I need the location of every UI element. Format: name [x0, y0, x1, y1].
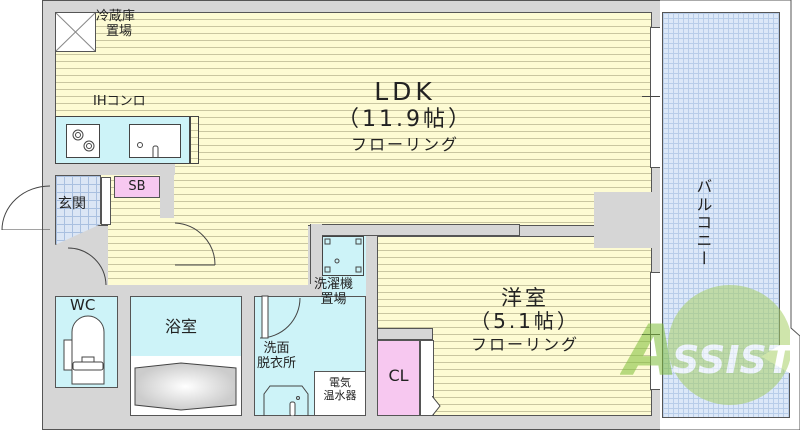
ldk-window-mullion [642, 96, 670, 97]
ldk-label: LDK （11.9帖） フローリング [337, 77, 473, 155]
closet-top-wall [377, 328, 433, 340]
kitchen-sink [129, 124, 181, 161]
partition-wall-top [310, 224, 520, 236]
wall-sb-right [160, 170, 174, 218]
balcony-label: バルコニー [693, 178, 713, 268]
closet[interactable]: CL [377, 340, 420, 416]
entrance-door-swing-icon[interactable] [0, 180, 55, 230]
washroom-label: 洗面 脱衣所 [257, 341, 297, 371]
entrance-door-panel [101, 177, 111, 225]
bathtub [131, 356, 241, 415]
column-right [594, 192, 652, 248]
closet-door[interactable] [420, 340, 434, 416]
entrance-label: 玄関 [58, 196, 86, 212]
faucet-icon [137, 142, 159, 161]
ldk-door-swing-icon[interactable] [160, 220, 220, 280]
counter-end [190, 116, 199, 164]
western-room-label: 洋室 （5.1帖） フローリング [470, 286, 580, 355]
ih-stove [66, 124, 100, 158]
fridge-cross-icon [55, 12, 96, 52]
western-window-mullion [642, 334, 670, 335]
western-room-floor [377, 236, 652, 416]
partition-wall-mid [310, 224, 322, 284]
ih-stove-label: IHコンロ [93, 94, 146, 109]
vanity-sink-icon [263, 385, 309, 416]
shoebox: SB [114, 176, 160, 198]
toilet-icon [63, 315, 105, 385]
water-heater: 電気 温水器 [314, 371, 366, 416]
hall-floor [108, 195, 308, 285]
washroom-door-swing-icon[interactable] [260, 286, 305, 346]
washer-pan-icon [324, 238, 362, 273]
washer-pan [322, 236, 364, 276]
bath-label: 浴室 [165, 317, 198, 336]
kitchen-counter [55, 116, 190, 164]
wall-bottom-band [55, 416, 652, 430]
bathtub-icon [134, 362, 237, 411]
closet-door-arrow-icon [432, 396, 441, 416]
partition-wall-vertical [366, 236, 377, 416]
burner-icon [72, 129, 95, 152]
wc-door-swing-icon[interactable] [60, 245, 110, 295]
washer-label: 洗濯機 置場 [314, 277, 354, 307]
wall-hall-bottom [55, 285, 315, 295]
entrance-area [55, 175, 101, 245]
fridge-space [55, 12, 96, 52]
wc-label: WC [70, 296, 96, 314]
fridge-label: 冷蔵庫 置場 [96, 9, 136, 39]
